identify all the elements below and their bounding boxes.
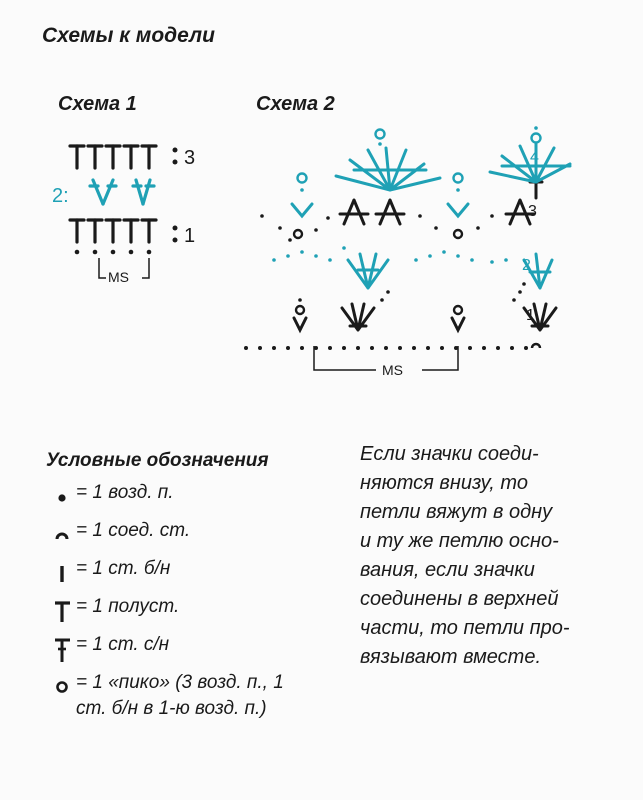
legend-item-text: = 1 ст. с/н [76,634,170,655]
scheme2-ms-label: MS [382,362,403,378]
hdc-symbol [140,144,158,170]
hdc-symbol [104,144,122,170]
hdc-symbol [86,144,104,170]
scheme1-row3 [68,144,158,170]
row4-symbols [290,142,572,219]
scheme1-ms-label: MS [108,269,129,285]
scheme1-ms-bracket [98,258,150,279]
scheme1-diagram: 3 2: 1 MS [52,144,195,285]
foundation-chain-row [244,346,528,350]
dc-x-pair [338,198,370,226]
dc-v-pair [131,178,156,206]
scheme1-foundation-chains [74,249,152,255]
half-double-crochet-t-icon [55,601,70,622]
note-line: няются внизу, то [360,472,528,494]
dc-fan-group [340,302,376,332]
legend-item-text: = 1 соед. ст. [76,520,191,541]
sc-v-pair [450,316,466,334]
dc-fan-group [334,146,442,192]
scheme2-diagram: 1 2 3 4 MS [244,126,572,378]
double-crochet-cross-icon [55,638,70,662]
note-line: Если значки соеди- [360,443,539,465]
legend-item-text: = 1 ст. б/н [76,558,171,579]
legend-item: = 1 полуст. [54,594,316,632]
legend-item: = 1 ст. б/н [54,556,316,594]
row2-symbols [346,252,554,290]
hdc-symbol [68,218,86,244]
slip-stitch-arc-icon [55,532,69,540]
picot-circle-icon [56,681,68,693]
scheme2-row3-label: 3 [528,203,537,220]
legend-item: = 1 «пико» (3 возд. п., 1 ст. б/н в 1-ю … [54,670,316,722]
note-line: соединены в верхней [360,588,559,610]
note-line: части, то петли про- [360,617,570,639]
legend-item-text: = 1 полуст. [76,596,180,617]
note-line: петли вяжут в одну [360,501,553,523]
legend-item-text: = 1 возд. п. [76,482,174,503]
dc-fan-group [346,252,390,290]
scheme1-row2 [88,178,156,206]
single-crochet-bar-icon [60,566,64,582]
scheme1-row3-label: 3 [184,147,195,169]
row3-chains [260,214,494,242]
legend-item: = 1 возд. п. [54,480,316,518]
note-line: и ту же петлю осно- [360,530,559,552]
slip-stitch-arc [530,342,542,349]
row4-picots [296,132,542,184]
hdc-symbol [122,218,140,244]
scheme1-row1 [68,218,158,244]
chain-columns [298,282,526,302]
dc-x-pair [374,198,406,226]
sc-v-pair [292,316,308,334]
row4-chains [300,126,538,192]
page-title: Схемы к модели [42,24,215,47]
scheme1-row1-label: 1 [184,225,195,247]
scheme2-ms-bracket [313,346,459,371]
dc-fan-group [488,142,572,184]
scheme2-row4-label: 4 [530,149,539,166]
hdc-symbol [122,144,140,170]
legend-item: = 1 соед. ст. [54,518,316,556]
hdc-t [528,180,544,200]
row3-symbols [292,180,544,240]
scheme1-row2-label: 2: [52,185,69,207]
dc-v-pair [446,202,470,219]
dc-x-pair [504,198,536,226]
scheme2-row1-label: 1 [526,307,535,324]
hdc-symbol [140,218,158,244]
row2-chains [272,246,508,264]
hdc-symbol [104,218,122,244]
dc-fan-group [522,252,554,290]
scheme2-title: Схема 2 [256,93,335,115]
scheme2-row2-label: 2 [522,257,531,274]
legend-item-text: = 1 «пико» (3 возд. п., 1 ст. б/н в 1-ю … [76,672,284,719]
dc-v-pair [290,202,314,219]
legend-item: = 1 ст. с/н [54,632,316,670]
picot-top [374,128,386,140]
row1-symbols [292,302,558,334]
dc-fan-group [522,302,558,332]
hdc-symbol [68,144,86,170]
note-line: вязывают вместе. [360,646,542,668]
scheme1-title: Схема 1 [58,93,137,115]
note-line: вания, если значки [360,559,535,581]
chain-dot-icon [58,494,66,502]
dc-v-pair [88,178,118,206]
legend: = 1 возд. п. = 1 соед. ст. = 1 ст. б/н =… [54,480,316,722]
hdc-symbol [86,218,104,244]
note-text: Если значки соеди- няются внизу, то петл… [360,440,630,672]
legend-title: Условные обозначения [46,450,269,471]
